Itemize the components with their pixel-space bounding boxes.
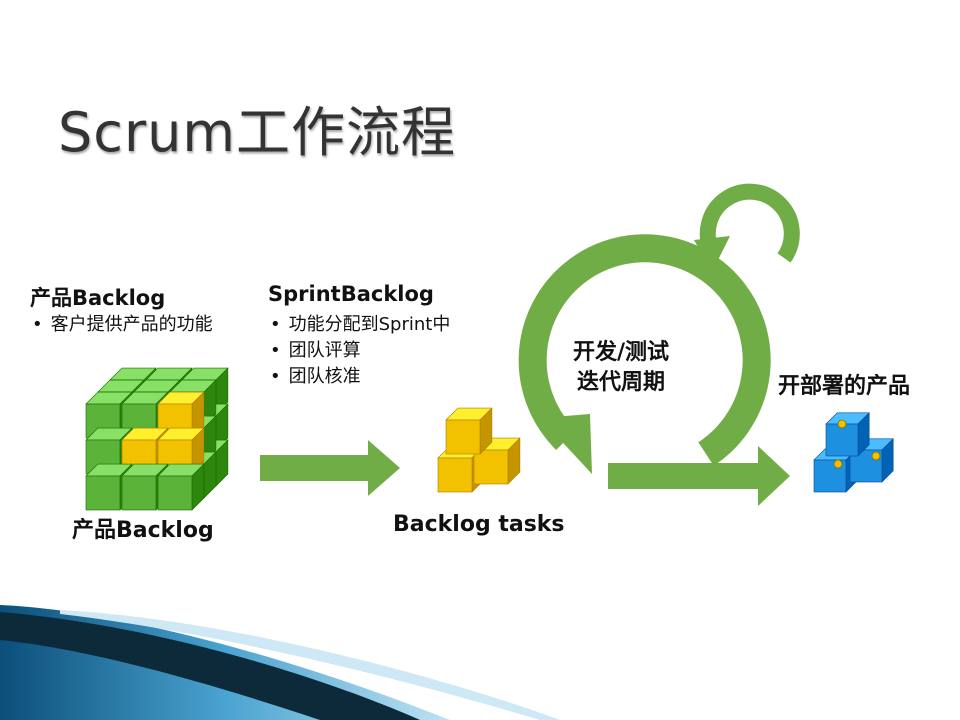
sprint-backlog-bullet: 功能分配到Sprint中 <box>268 312 451 338</box>
backlog-tasks-label: Backlog tasks <box>393 512 565 537</box>
backlog-cube <box>121 463 169 511</box>
product-backlog-heading: 产品Backlog <box>30 286 166 310</box>
deployed-product-label: 开部署的产品 <box>778 374 911 399</box>
deployed-marker <box>833 459 843 469</box>
sprint-backlog-bullet: 团队评算 <box>268 338 450 364</box>
sprint-cycle-label: 开发/测试 迭代周期 <box>566 338 676 398</box>
large-cycle-arrow <box>518 234 771 474</box>
task-cube <box>445 407 493 455</box>
arrow-to-tasks <box>260 440 400 496</box>
arrow-to-deployed <box>608 446 790 506</box>
backlog-cube <box>157 463 205 511</box>
sprint-backlog-heading: SprintBacklog <box>268 282 434 306</box>
product-backlog-label: 产品Backlog <box>72 518 214 543</box>
product-backlog-bullets: 客户提供产品的功能 <box>30 312 213 338</box>
sprint-backlog-bullet: 团队核准 <box>268 364 450 390</box>
product-backlog-bullet: 客户提供产品的功能 <box>30 312 213 338</box>
page-title: Scrum工作流程 <box>58 101 456 165</box>
task-cube <box>473 437 521 485</box>
sprint-cycle-line2: 迭代周期 <box>576 370 665 395</box>
sprint-cycle-line1: 开发/测试 <box>572 340 670 365</box>
deployed-cube <box>825 412 870 457</box>
deployed-marker <box>871 451 881 461</box>
deployed-marker <box>837 419 847 429</box>
sprint-backlog-bullets: 功能分配到Sprint中 团队评算 团队核准 <box>268 312 451 390</box>
